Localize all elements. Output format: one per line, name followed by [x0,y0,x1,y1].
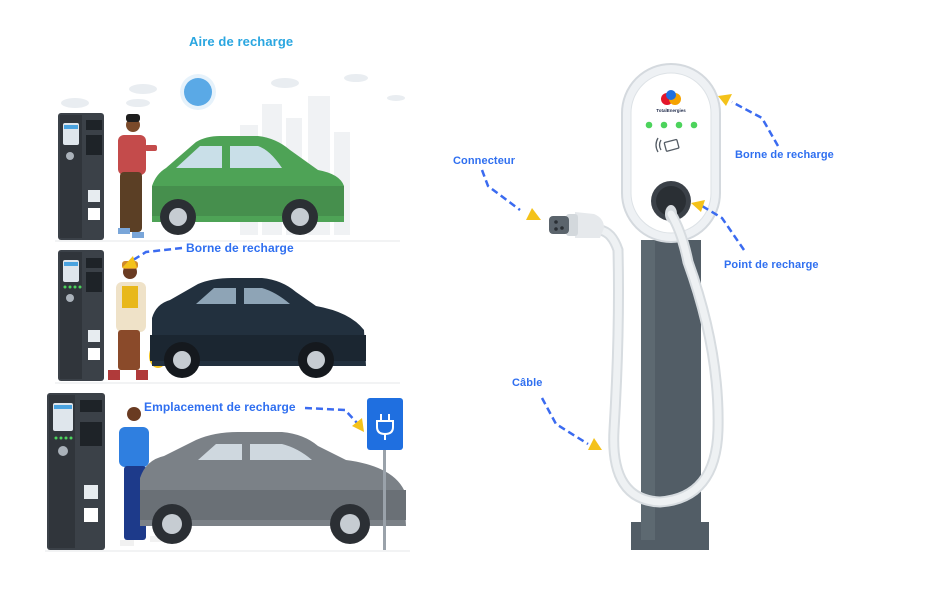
callout-emplacement [304,406,364,432]
status-leds [645,121,698,129]
car-gray [140,432,406,544]
callout-point [691,200,746,251]
right-panel: TotalEnergies [480,63,780,550]
car-green [152,136,344,235]
label-borne-right: Borne de recharge [735,149,834,161]
person-1 [118,114,157,238]
car-navy [150,278,366,378]
charging-box: TotalEnergies [621,63,721,243]
callout-cable [540,397,602,450]
charging-cable [594,208,724,508]
charging-spot-sign [367,398,403,550]
connector [549,212,604,238]
charging-socket [651,181,691,223]
brand-logo: TotalEnergies [656,90,686,113]
callout-borne-right [718,94,780,147]
left-panel [45,74,410,552]
label-point: Point de recharge [724,259,819,271]
plug-icon [376,414,394,440]
charging-station-1 [58,113,104,240]
person-2 [108,261,167,380]
label-connecteur: Connecteur [453,155,516,167]
label-cable: Câble [512,377,543,389]
svg-text:TotalEnergies: TotalEnergies [656,108,686,113]
cloud-icon [61,74,405,108]
charging-station-3 [47,393,105,550]
sun-icon [180,74,216,110]
label-emplacement: Emplacement de recharge [144,400,296,414]
rfid-card-icon [655,137,680,153]
left-title: Aire de recharge [189,34,294,49]
callout-borne-left [122,246,183,268]
label-borne-left: Borne de recharge [186,241,294,255]
callout-connecteur [480,169,541,220]
charging-station-2 [58,250,104,381]
